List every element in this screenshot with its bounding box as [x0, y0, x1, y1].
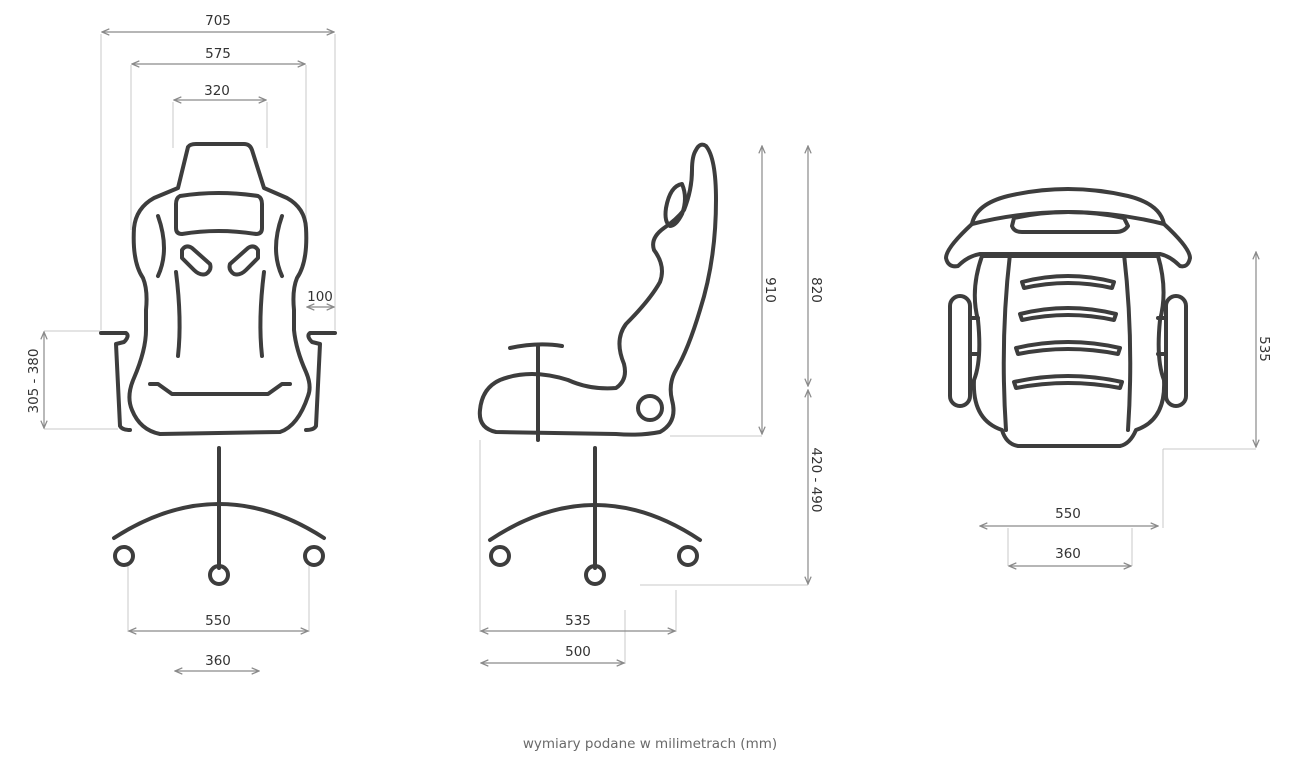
front-armrest-width-label: 100: [307, 289, 333, 305]
side-seat-depth-label: 500: [565, 644, 591, 660]
front-armrest-height-label: 305 - 380: [26, 349, 42, 414]
side-dimension-lines: [481, 146, 808, 663]
side-base-depth-label: 535: [565, 613, 591, 629]
front-dimension-lines: [44, 32, 334, 671]
front-width-outer-label: 705: [205, 13, 231, 29]
side-extension-lines: [479, 435, 808, 664]
top-chair-drawing: [944, 187, 1192, 448]
side-view: 910 820 420 - 490 535 500: [477, 142, 824, 664]
top-width-outer-label: 550: [1055, 506, 1081, 522]
front-chair-drawing: [99, 142, 337, 586]
front-base-outer-label: 550: [205, 613, 231, 629]
side-back-armrest-label: 820: [808, 277, 824, 303]
front-width-seat-label: 575: [205, 46, 231, 62]
front-base-inner-label: 360: [205, 653, 231, 669]
front-extension-lines: [44, 34, 336, 632]
top-extension-lines: [1007, 448, 1256, 566]
top-depth-label: 535: [1256, 336, 1272, 362]
top-view: 535 550 360: [944, 187, 1272, 566]
units-caption: wymiary podane w milimetrach (mm): [522, 736, 778, 752]
front-view: 705 575 320 100 305 - 380 550 360: [26, 13, 337, 671]
side-chair-drawing: [477, 142, 718, 586]
top-dimension-lines: [980, 252, 1256, 566]
front-headrest-width-label: 320: [204, 83, 230, 99]
top-width-inner-label: 360: [1055, 546, 1081, 562]
side-seat-height-label: 420 - 490: [808, 448, 824, 513]
side-back-height-label: 910: [762, 277, 778, 303]
